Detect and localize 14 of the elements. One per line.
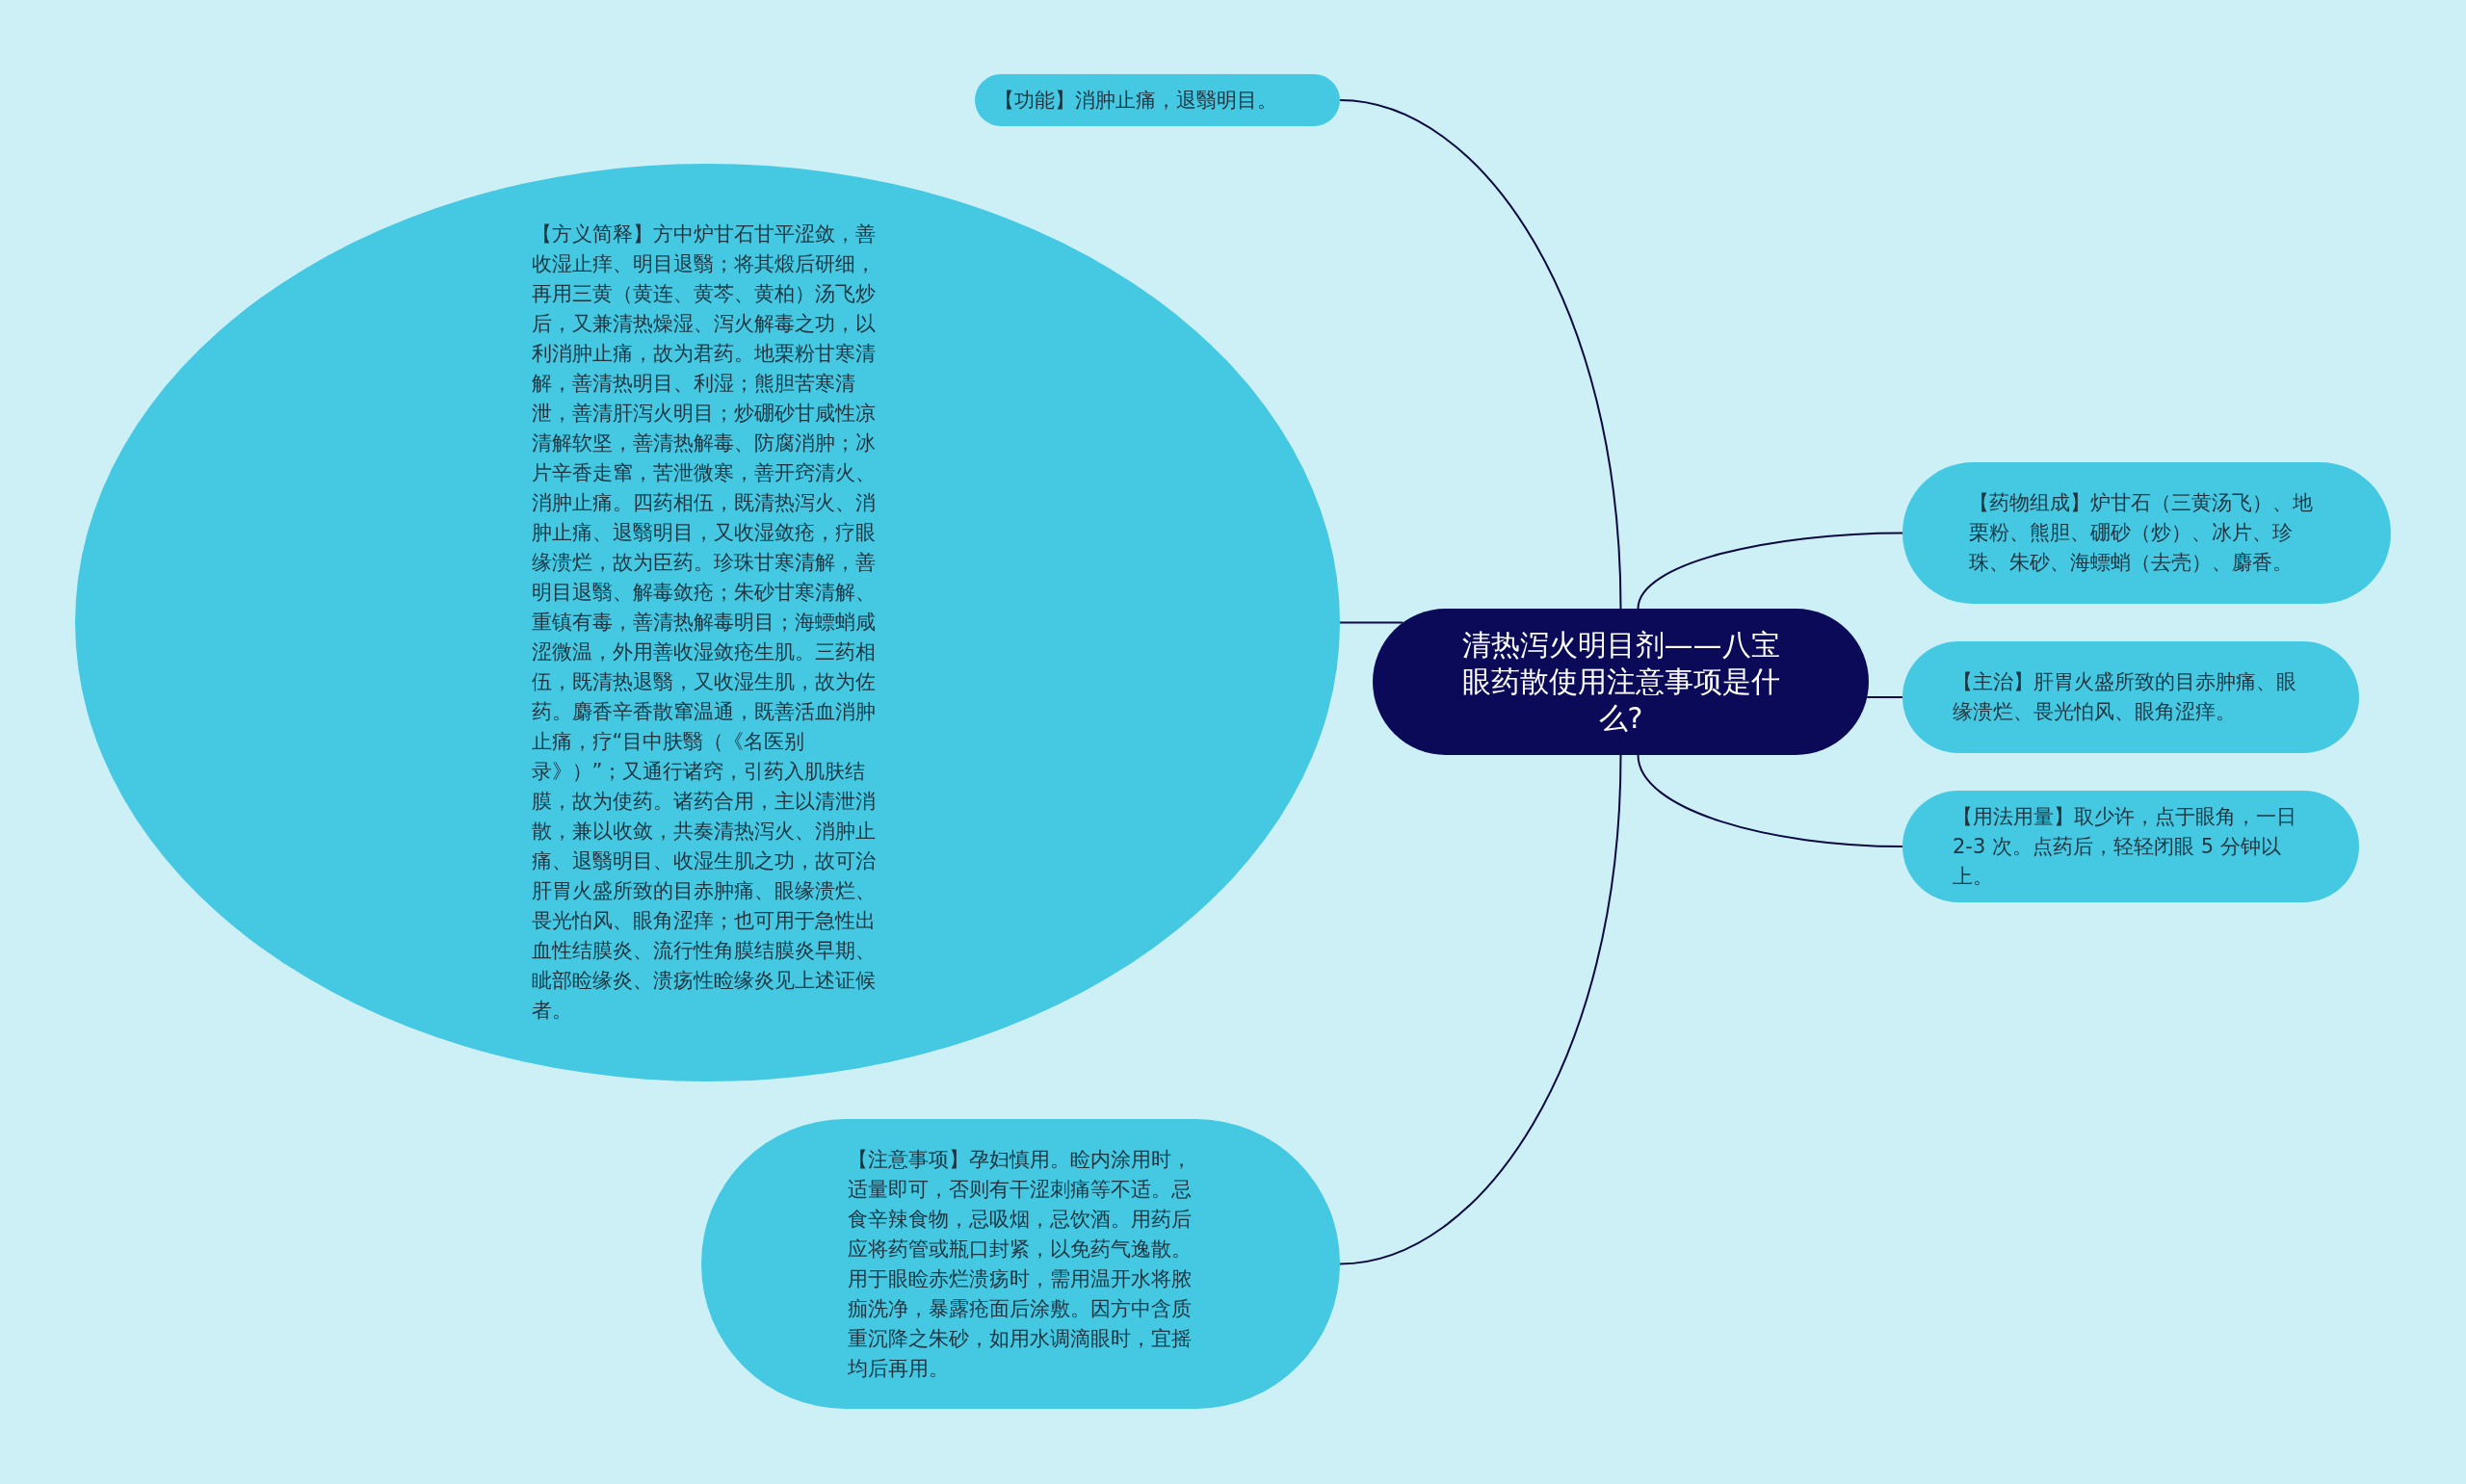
node-text: 【注意事项】孕妇慎用。睑内涂用时，适量即可，否则有干涩刺痛等不适。忌食辛辣食物，忌吸烟，忌饮酒。用药后应将药管或瓶口封紧，以免药气逸散。用于眼睑赤烂溃疡时，需用温开水将脓痂洗净，暴露疮面后涂敷。因方中含质重沉降之朱砂，如用水调滴眼时，宜摇均后再用。 — [847, 1146, 1193, 1382]
node-text: 【方义简释】方中炉甘石甘平涩敛，善收湿止痒、明目退翳；将其煅后研细，再用三黄（黄连、黄芩、黄柏）汤飞炒后，又兼清热燥湿、泻火解毒之功，以利消肿止痛，故为君药。地栗粉甘寒清解，善清热明目、利湿；熊胆苦寒清泄，善清肝泻火明目；炒硼砂甘咸性凉清解软坚，善清热解毒、防腐消肿；冰片辛香走窜，苦泄微寒，善开窍清火、消肿止痛。四药相伍，既清热泻火、消肿止痛、退翳明目，又收湿敛疮，疗眼缘溃烂，故为臣药。珍珠甘寒清解，善明目退翳、解毒敛疮；朱砂甘寒清解、重镇有毒，善清热解毒明目；海螵蛸咸涩微温，外用善收湿敛疮生肌。三药相伍，既清热退翳，又收湿生肌，故为佐药。麝香辛香散窜温通，既善活血消肿止痛，疗“目中肤翳（《名医别录》）”；又通行诸窍，引药入肌肤结膜，故为使药。诸药合用，主以清泄消散，兼以收敛，共奏清热泻火、消肿止痛、退翳明目、收湿生肌之功，故可治肝胃火盛所致的目赤肿痛、眼缘溃烂、畏光怕风、眼角涩痒；也可用于急性出血性结膜炎、流行性角膜结膜炎早期、眦部睑缘炎、溃疡性睑缘炎见上述证候者。 — [531, 221, 877, 1024]
node-text: 【药物组成】炉甘石（三黄汤飞）、地栗粉、熊胆、硼砂（炒）、冰片、珍珠、朱砂、海螵蛸（去壳）、麝香。 — [1968, 490, 2314, 576]
connector-line — [1339, 754, 1622, 1265]
connector-line — [1637, 754, 1903, 847]
node-text: 【功能】消肿止痛，退翳明目。 — [993, 87, 1278, 114]
node-text: 【主治】肝胃火盛所致的目赤肿痛、眼缘溃烂、畏光怕风、眼角涩痒。 — [1953, 669, 2297, 725]
connector-line — [1866, 696, 1903, 698]
branch-bubble — [975, 74, 1340, 126]
node-text: 清热泻火明目剂——八宝眼药散使用注意事项是什么? — [1460, 627, 1781, 737]
connector-line — [1339, 621, 1404, 624]
connector-line — [1339, 99, 1622, 610]
connector-line — [1637, 532, 1903, 610]
node-text: 【用法用量】取少许，点于眼角，一日 2-3 次。点药后，轻轻闭眼 5 分钟以上。 — [1953, 803, 2297, 890]
